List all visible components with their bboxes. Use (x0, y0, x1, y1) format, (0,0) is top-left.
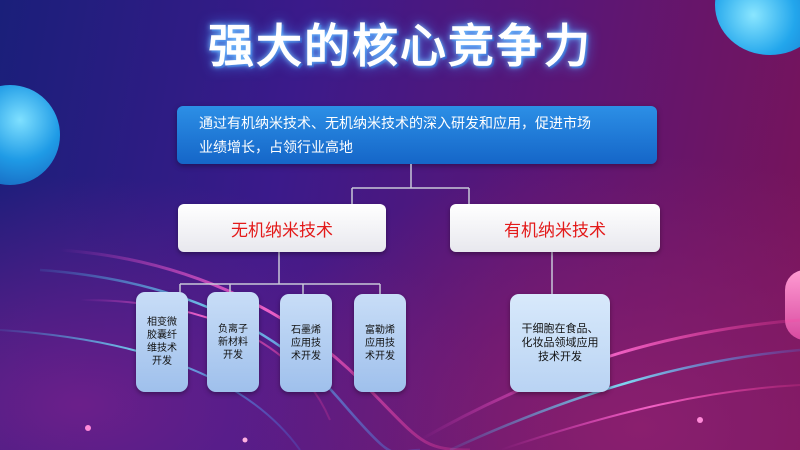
leaf-line: 新材料 (218, 336, 248, 348)
leaf-fullerene-application: 富勒烯 应用技 术开发 (354, 294, 406, 392)
leaf-line: 负离子 (218, 323, 248, 335)
leaf-stem-cell-application: 干细胞在食品、 化妆品领域应用 技术开发 (510, 294, 610, 392)
leaf-line: 化妆品领域应用 (521, 336, 599, 349)
leaf-line: 石墨烯 (291, 324, 321, 336)
leaf-phase-change-microcapsule: 相变微 胶囊纤 维技术 开发 (136, 292, 188, 392)
leaf-line: 术开发 (291, 350, 321, 362)
leaf-line: 相变微 (147, 317, 177, 328)
leaf-line: 维技术 (147, 343, 177, 354)
slide-title: 强大的核心竞争力 (208, 19, 592, 73)
leaf-line: 术开发 (365, 350, 395, 362)
branch-organic-nanotech: 有机纳米技术 (450, 204, 660, 252)
summary-box: 通过有机纳米技术、无机纳米技术的深入研发和应用，促进市场 业绩增长，占领行业高地 (177, 106, 657, 164)
leaf-line: 胶囊纤 (147, 330, 177, 341)
branch-inorganic-nanotech: 无机纳米技术 (178, 204, 386, 252)
leaf-graphene-application: 石墨烯 应用技 术开发 (280, 294, 332, 392)
leaf-negative-ion-material: 负离子 新材料 开发 (207, 292, 259, 392)
leaf-line: 开发 (152, 356, 172, 367)
leaf-line: 应用技 (291, 337, 321, 349)
summary-line-1: 通过有机纳米技术、无机纳米技术的深入研发和应用，促进市场 (199, 116, 591, 132)
leaf-line: 开发 (223, 349, 243, 361)
leaf-line: 应用技 (365, 337, 395, 349)
leaf-line: 富勒烯 (365, 324, 395, 336)
summary-line-2: 业绩增长，占领行业高地 (199, 140, 353, 156)
leaf-line: 干细胞在食品、 (521, 322, 599, 335)
leaf-line: 技术开发 (538, 350, 582, 363)
